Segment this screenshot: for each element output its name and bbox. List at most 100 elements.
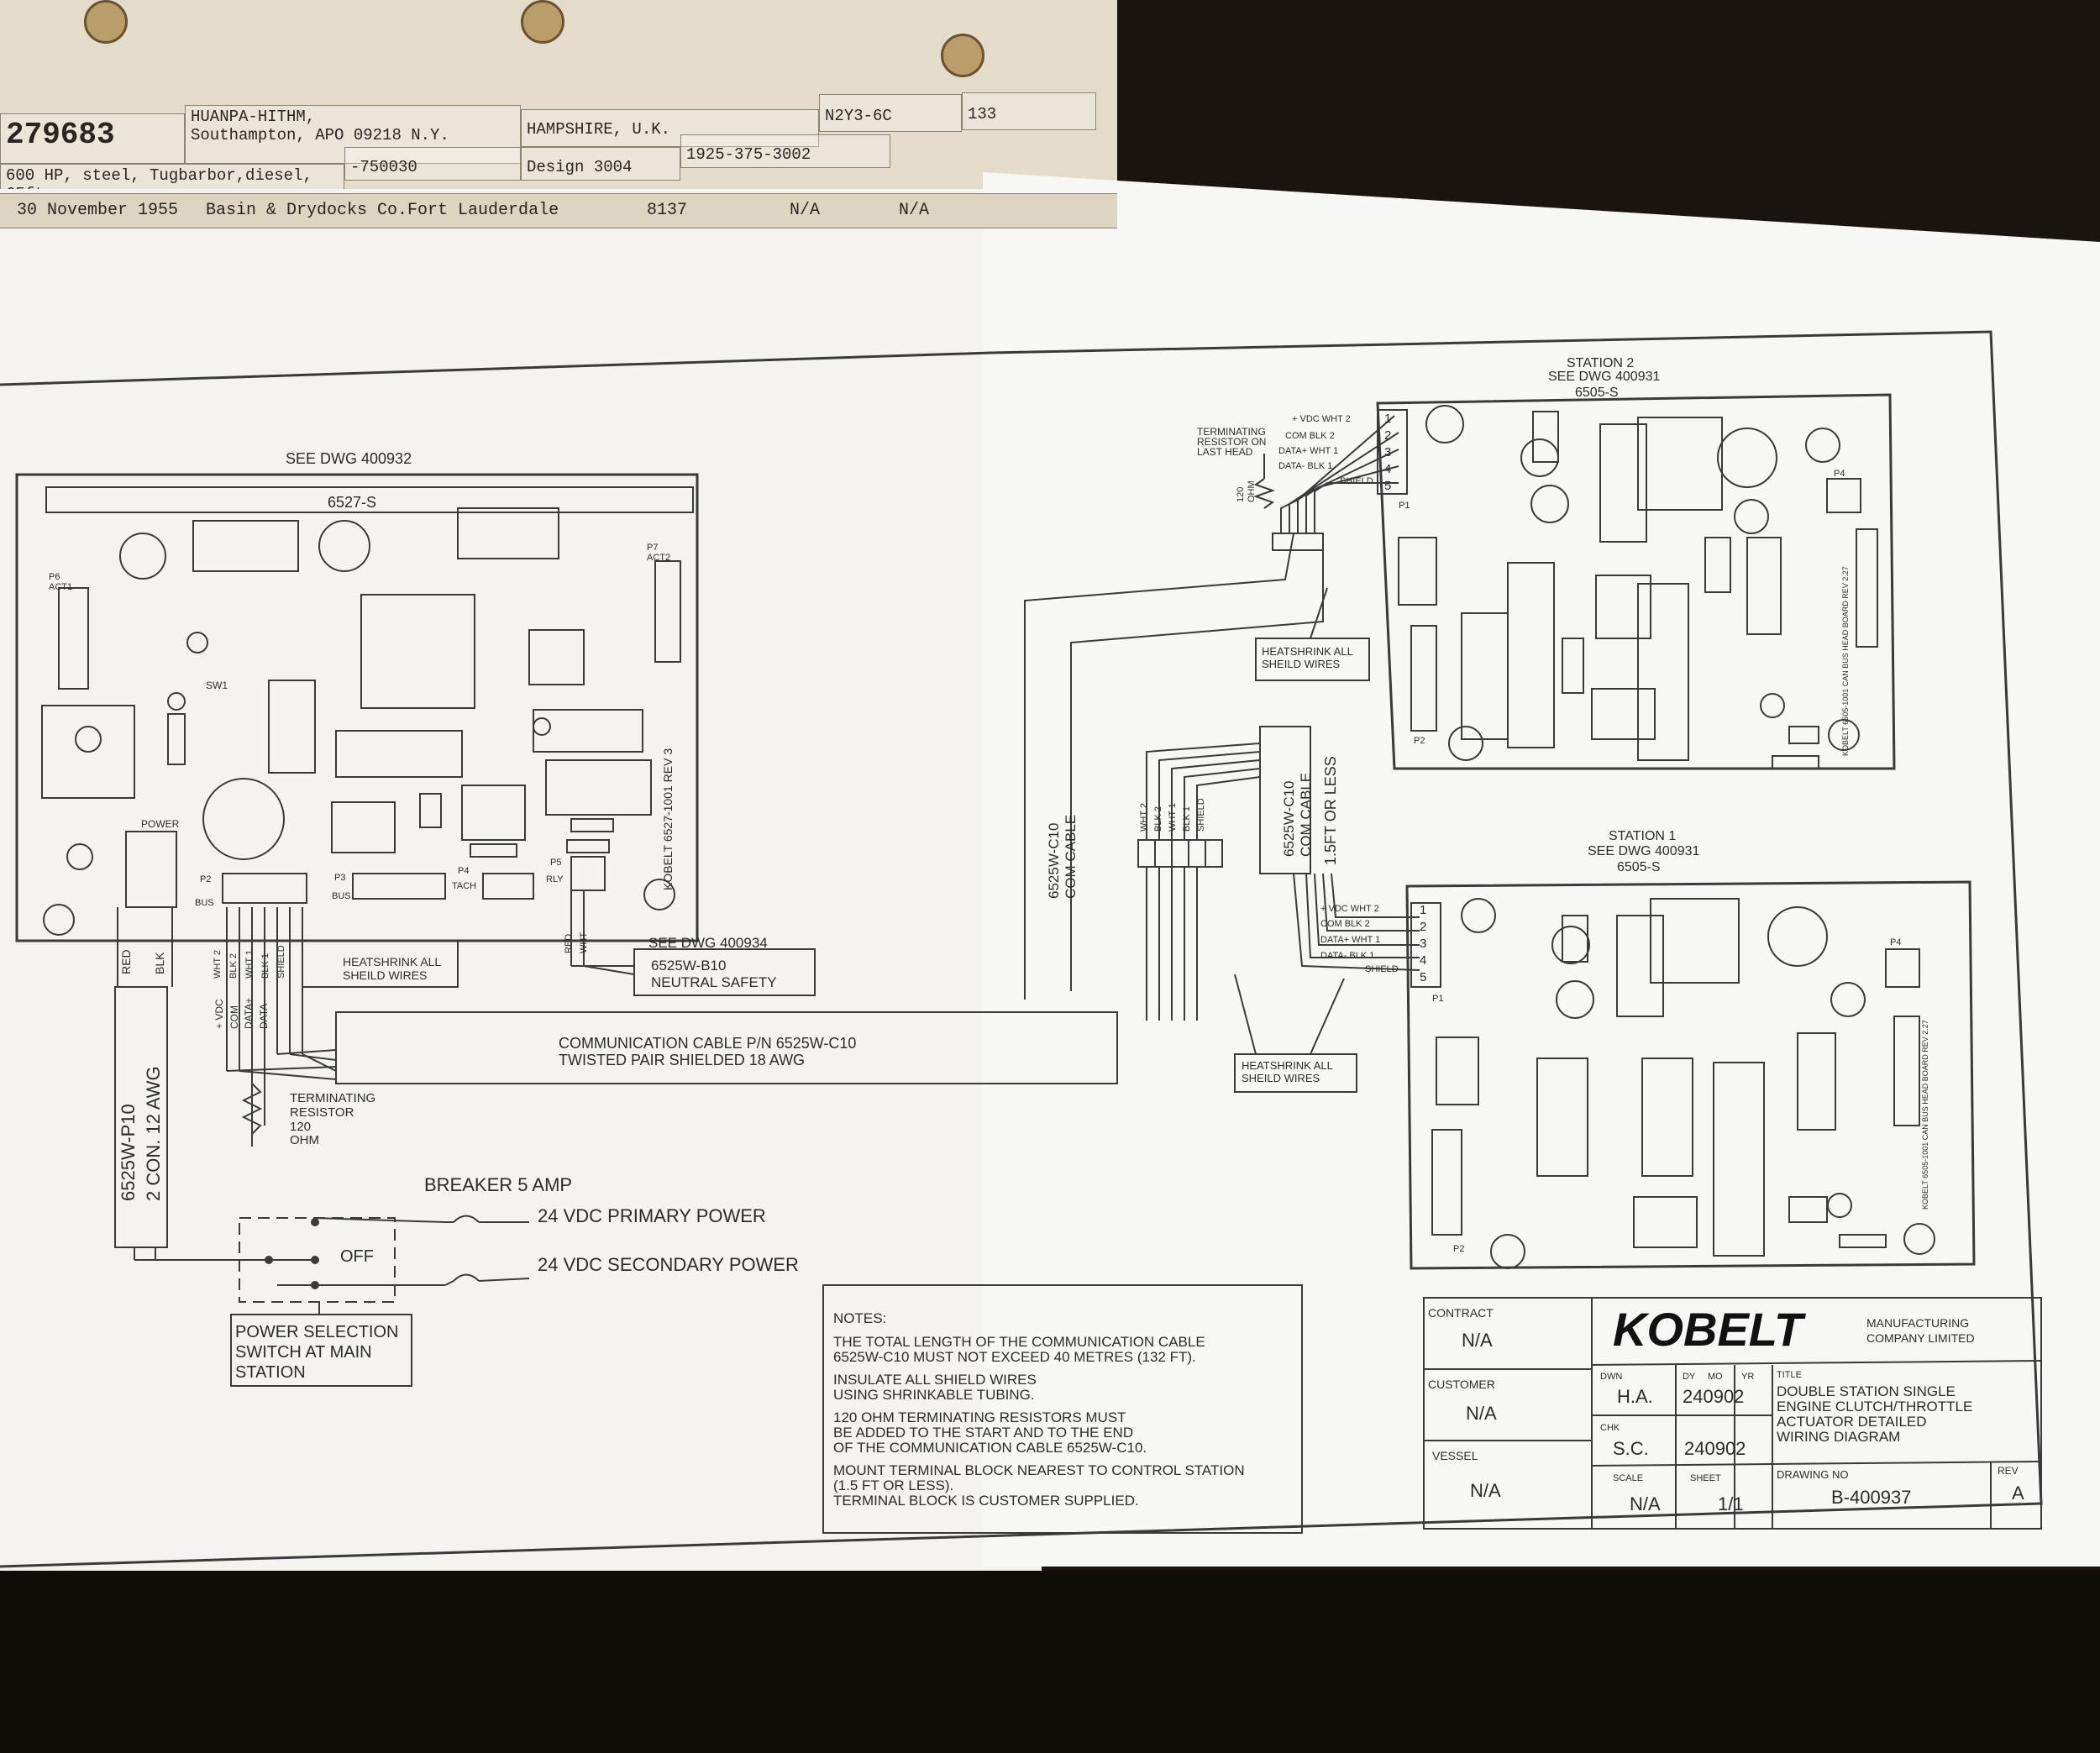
left-p5: P5 — [550, 858, 561, 868]
tb-scale-label: SCALE — [1613, 1473, 1643, 1483]
card-stock: 1925-375-3002 — [680, 134, 890, 168]
tb-company: MANUFACTURING — [1866, 1316, 1969, 1330]
wire-color-4: BLK 1 — [260, 953, 270, 979]
left-board-id: KOBELT 6527-1001 REV 3 — [661, 748, 675, 890]
left-rly: RLY — [546, 874, 564, 884]
mid-heatshrink-b: HEATSHRINK ALL — [1242, 1059, 1333, 1072]
station2-ohm-2: OHM — [1247, 480, 1257, 502]
mid-com-cable-a: 6525W-C10 — [1046, 823, 1062, 899]
station2-term-res: TERMINATING — [1197, 426, 1266, 438]
note-line: OF THE COMMUNICATION CABLE 6525W-C10. — [833, 1440, 1147, 1456]
left-p4: P4 — [458, 866, 469, 876]
tb-title-1: DOUBLE STATION SINGLE — [1777, 1383, 1956, 1399]
card-manufacturer: Basin & Drydocks Co.Fort Lauderdale — [206, 201, 559, 220]
mid-heatshrink-2: SHEILD WIRES — [1262, 658, 1341, 670]
neutral-red: RED — [564, 934, 574, 953]
tb-rev-label: REV — [1998, 1465, 2019, 1477]
terminating-label-3: 120 — [290, 1120, 311, 1134]
station2-pin-4: DATA- BLK 1 — [1278, 461, 1332, 471]
tb-scale: N/A — [1630, 1493, 1661, 1514]
mid-tb-wire-4: BLK 1 — [1182, 806, 1192, 832]
tb-title-3: ACTUATOR DETAILED — [1777, 1414, 1927, 1430]
left-sw1: SW1 — [206, 680, 228, 691]
switch-label-3: STATION — [235, 1363, 306, 1382]
tb-dwn-label: DWN — [1600, 1372, 1622, 1382]
note-line: BE ADDED TO THE START AND TO THE END — [833, 1425, 1133, 1441]
cable-p10: 6525W-P10 — [118, 1104, 139, 1201]
tb-yr-label: YR — [1741, 1372, 1754, 1382]
station1-part: 6505-S — [1617, 860, 1661, 874]
s2-p1-num: 2 — [1384, 428, 1391, 443]
card-model: Design 3004 — [521, 147, 680, 181]
heatshrink-left: HEATSHRINK ALL — [343, 955, 441, 968]
mid-tb-wire-5: SHIELD — [1196, 798, 1206, 832]
left-act2: ACT2 — [647, 553, 670, 563]
station2-pin-2: COM BLK 2 — [1285, 431, 1335, 441]
primary-power: 24 VDC PRIMARY POWER — [538, 1205, 766, 1226]
left-p7: P7 — [647, 543, 658, 553]
left-tach: TACH — [452, 881, 476, 891]
left-part: 6527-S — [328, 494, 376, 511]
station2-pin-3: DATA+ WHT 1 — [1278, 446, 1338, 456]
s1-p1-num: 1 — [1420, 903, 1426, 917]
mid-com-cable-b: 6525W-C10 — [1281, 781, 1297, 857]
mid-heatshrink-b2: SHEILD WIRES — [1242, 1072, 1320, 1084]
s1-p1-num: 2 — [1420, 920, 1426, 934]
station2-title: STATION 2 — [1567, 356, 1634, 370]
notes-block: NOTES: THE TOTAL LENGTH OF THE COMMUNICA… — [833, 1310, 1245, 1509]
station2-pin-1: + VDC WHT 2 — [1292, 414, 1351, 424]
station1-pin-3: DATA+ WHT 1 — [1320, 935, 1380, 945]
switch-off: OFF — [340, 1247, 374, 1266]
card-ident: N2Y3-6C — [819, 94, 962, 132]
tb-title-label: TITLE — [1777, 1370, 1802, 1380]
tb-title-2: ENGINE CLUTCH/THROTTLE — [1777, 1399, 1972, 1414]
wire-color-1: WHT 2 — [213, 950, 223, 979]
tb-company-2: COMPANY LIMITED — [1866, 1331, 1975, 1345]
tb-customer: N/A — [1466, 1403, 1497, 1424]
tb-mo-label: MO — [1708, 1372, 1723, 1382]
table-surface — [0, 1571, 2100, 1753]
mid-tb-wire-3: WHT 1 — [1168, 803, 1178, 832]
station1-pin-4: DATA- BLK 1 — [1320, 951, 1374, 961]
tb-vessel: N/A — [1470, 1480, 1501, 1501]
terminating-label-2: RESISTOR — [290, 1105, 354, 1120]
left-bus-2: BUS — [332, 891, 351, 901]
tb-drawing: B-400937 — [1831, 1487, 1911, 1508]
neutral-label: NEUTRAL SAFETY — [651, 974, 777, 990]
switch-label-2: SWITCH AT MAIN — [235, 1343, 372, 1362]
neutral-part: 6525W-B10 — [651, 958, 726, 974]
drawing-sheet-left — [0, 189, 1042, 1571]
card-date-row: 30 November 1955 Basin & Drydocks Co.For… — [0, 193, 1117, 228]
drawing-sheet-right — [983, 172, 2100, 1567]
tb-customer-label: CUSTOMER — [1428, 1378, 1495, 1391]
heatshrink-left-2: SHEILD WIRES — [343, 968, 427, 982]
wire-red: RED — [119, 949, 133, 974]
station1-pin-1: + VDC WHT 2 — [1320, 904, 1379, 914]
note-line: (1.5 FT OR LESS). — [833, 1477, 953, 1493]
comm-cable-spec: TWISTED PAIR SHIELDED 18 AWG — [559, 1052, 805, 1068]
mid-com-cable-b2: COM CABLE — [1298, 773, 1314, 857]
s2-p1-num: 4 — [1384, 462, 1391, 476]
station2-part: 6505-S — [1575, 386, 1619, 400]
note-line: INSULATE ALL SHIELD WIRES — [833, 1372, 1037, 1388]
card-serial: 133 — [962, 92, 1096, 130]
note-line: TERMINAL BLOCK IS CUSTOMER SUPPLIED. — [833, 1493, 1139, 1509]
wire-color-5: SHIELD — [276, 945, 286, 979]
card-location: HAMPSHIRE, U.K. — [521, 109, 819, 147]
station1-pin-5: SHIELD — [1365, 964, 1399, 974]
tb-vessel-label: VESSEL — [1432, 1449, 1478, 1462]
binder-hole — [84, 0, 128, 44]
wire-color-2: BLK 2 — [228, 953, 239, 979]
note-line: 120 OHM TERMINATING RESISTORS MUST — [833, 1409, 1126, 1425]
comm-cable-label: COMMUNICATION CABLE P/N 6525W-C10 — [559, 1035, 856, 1052]
wire-data-plus: DATA+ — [243, 998, 255, 1029]
binder-hole — [941, 34, 984, 77]
station1-board-id: KOBELT 6505-1001 CAN BUS HEAD BOARD REV … — [1921, 1020, 1929, 1210]
tb-drawing-label: DRAWING NO — [1777, 1468, 1848, 1481]
mid-com-cable-b3: 1.5FT OR LESS — [1322, 756, 1339, 865]
note-line: 6525W-C10 MUST NOT EXCEED 40 METRES (132… — [833, 1349, 1196, 1365]
card-other: N/A — [899, 201, 930, 220]
terminating-label-4: OHM — [290, 1133, 319, 1147]
station1-p4: P4 — [1890, 937, 1901, 947]
s1-p1-num: 4 — [1420, 953, 1426, 968]
